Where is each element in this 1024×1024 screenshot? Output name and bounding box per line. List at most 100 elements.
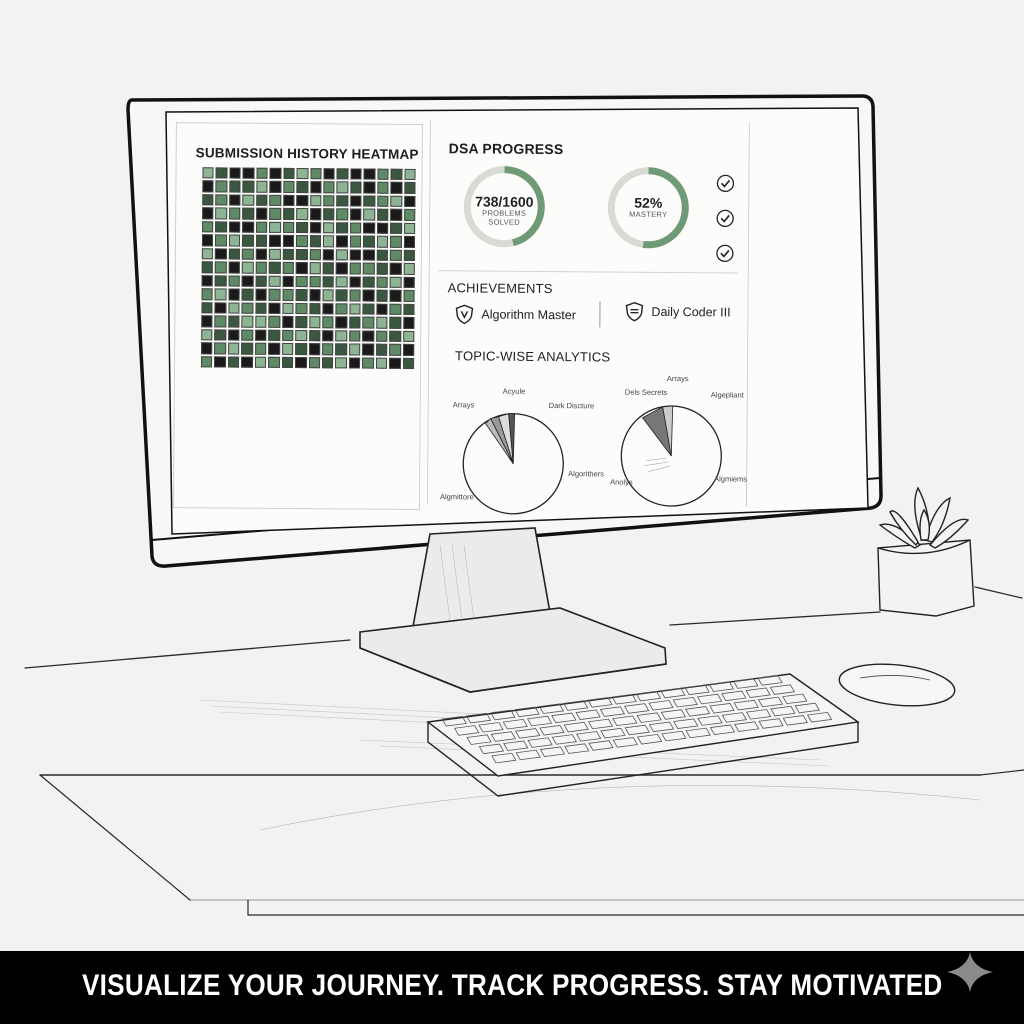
keyboard-key — [465, 712, 492, 724]
progress-panel: DSA PROGRESS 738/1600 PROBLEMS SOLVED 52… — [426, 120, 750, 515]
heatmap-cell — [309, 248, 321, 261]
heatmap-cell — [201, 301, 213, 314]
heatmap-cell — [255, 235, 268, 247]
heatmap-cell — [376, 235, 389, 248]
keyboard-key — [757, 696, 784, 708]
keyboard-key — [770, 705, 796, 717]
keyboard-key — [587, 718, 614, 730]
heatmap-cell — [201, 288, 214, 301]
caption-text: VISUALIZE YOUR JOURNEY. TRACK PROGRESS. … — [82, 969, 943, 1002]
keyboard-key — [806, 711, 833, 723]
heatmap-cell — [255, 248, 268, 261]
keyboard-key — [539, 725, 565, 736]
topic-analytics-title: TOPIC-WISE ANALYTICS — [455, 348, 611, 365]
heatmap-cell — [268, 302, 281, 315]
heatmap-cell — [242, 181, 255, 193]
heatmap-cell — [362, 303, 375, 315]
heatmap-cell — [323, 168, 335, 180]
heatmap-cell — [348, 343, 361, 356]
heatmap-cell — [389, 343, 401, 356]
heatmap-cell — [242, 207, 254, 220]
heatmap-cell — [308, 316, 321, 328]
keyboard-key — [697, 715, 723, 726]
heatmap-cell — [296, 181, 308, 194]
keyboard-key — [745, 709, 772, 720]
heatmap-cell — [403, 236, 416, 248]
keyboard-key — [503, 740, 529, 751]
heatmap-cell — [281, 316, 294, 328]
heatmap-cell — [202, 167, 215, 179]
heatmap-cell — [255, 208, 268, 220]
heatmap-cell — [336, 208, 349, 221]
heatmap-cell — [200, 355, 213, 368]
heatmap-cell — [336, 262, 348, 275]
heatmap-cell — [336, 168, 349, 180]
heatmap-cell — [227, 342, 240, 355]
heatmap-cell — [376, 276, 388, 288]
heatmap-cell — [283, 167, 295, 180]
heatmap-cell — [335, 343, 347, 355]
dashboard-screen: SUBMISSION HISTORY HEATMAP DSA PROGRESS … — [163, 112, 858, 521]
heatmap-cell — [403, 209, 416, 221]
heatmap-cell — [228, 221, 241, 233]
heatmap-cell — [376, 195, 389, 208]
heatmap-cell — [228, 315, 240, 328]
heatmap-cell — [255, 275, 267, 287]
keyboard-key — [636, 712, 662, 723]
badge-daily-coder[interactable]: Daily Coder III — [625, 301, 731, 323]
mouse — [838, 663, 956, 707]
heatmap-cell — [282, 194, 295, 207]
heatmap-cell — [335, 289, 348, 302]
sparkle-icon — [947, 952, 993, 992]
keyboard-key — [782, 715, 808, 726]
keyboard-key — [612, 737, 638, 748]
succulent-plant — [877, 486, 975, 617]
heatmap-cell — [295, 275, 308, 288]
shield-badge-icon — [455, 304, 474, 325]
keyboard-key — [490, 709, 516, 721]
heatmap-cell — [215, 275, 227, 287]
mastery-caption: MASTERY — [629, 209, 668, 219]
keyboard-key — [734, 721, 760, 732]
pie-2-label: Anolys — [610, 477, 633, 487]
heatmap-cell — [295, 302, 308, 315]
heatmap-cell — [349, 330, 361, 342]
heatmap-cell — [268, 262, 281, 274]
heatmap-cell — [403, 276, 415, 289]
keyboard-key — [673, 718, 699, 729]
heatmap-cell — [390, 195, 402, 208]
keyboard-key — [685, 727, 711, 739]
check-circle-icon — [716, 174, 735, 193]
heatmap-cell — [403, 290, 415, 302]
keyboard-key — [539, 746, 566, 758]
heatmap-cell — [229, 207, 241, 220]
heatmap-cell — [268, 275, 281, 288]
heatmap-cell — [241, 342, 253, 355]
heatmap-cell — [228, 288, 240, 301]
keyboard-key — [733, 678, 759, 689]
keyboard-key — [684, 684, 710, 696]
heatmap-cell — [362, 330, 374, 342]
heatmap-cell — [269, 194, 281, 207]
keyboard-key — [661, 730, 687, 742]
heatmap-cell — [268, 342, 280, 355]
heatmap-cell — [214, 302, 227, 314]
heatmap-cell — [256, 181, 268, 193]
heatmap-cell — [402, 303, 415, 316]
heatmap-cell — [242, 167, 255, 180]
achievements-title: ACHIEVEMENTS — [447, 280, 553, 297]
keyboard-key — [672, 696, 698, 708]
badge-algorithm-master[interactable]: Algorithm Master — [455, 304, 576, 325]
heatmap-title: SUBMISSION HISTORY HEATMAP — [195, 145, 419, 162]
heatmap-cell — [362, 262, 375, 275]
heatmap-cell — [349, 235, 362, 248]
heatmap-cell — [349, 222, 362, 234]
heatmap-cell — [201, 342, 213, 354]
heatmap-cell — [403, 249, 415, 262]
badge-divider — [599, 301, 601, 328]
heatmap-cell — [215, 194, 228, 206]
heatmap-cell — [242, 248, 254, 260]
topic-pie-chart-2: Dels Secrets Arrays Algepliant Anolys Al… — [596, 365, 747, 516]
heatmap-cell — [375, 316, 388, 329]
heatmap-cell — [321, 356, 334, 369]
